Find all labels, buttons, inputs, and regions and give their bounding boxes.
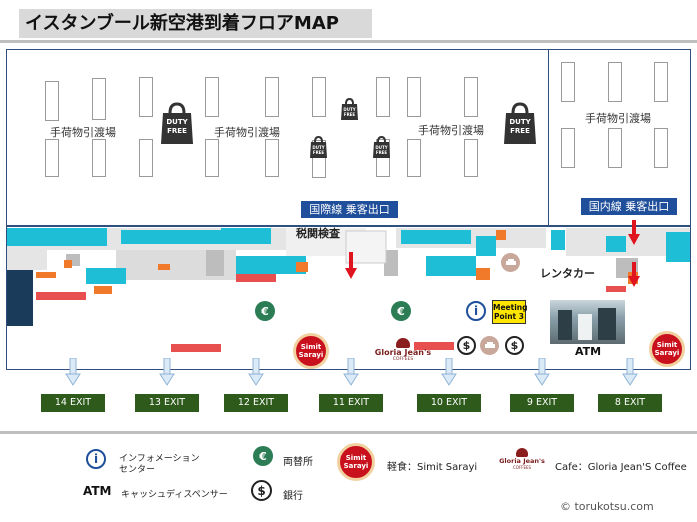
information-icon: i — [86, 449, 106, 469]
gloria-logo-line2: COFFEES — [392, 357, 414, 362]
atm-label: ATM — [575, 345, 602, 358]
duty-free-bag-icon: DUTY FREE — [340, 97, 359, 121]
meeting-point-badge: Meeting Point 3 — [492, 300, 528, 324]
baggage-carousel — [92, 78, 106, 120]
gloria-logo-line1: Gloria Jean's — [374, 348, 432, 357]
exit-11-label: 11 EXIT — [319, 394, 383, 412]
baggage-carousel — [407, 139, 421, 177]
baggage-carousel — [45, 139, 59, 177]
simit-logo-line2: Sarayi — [298, 351, 324, 359]
baggage-carousel — [376, 77, 390, 117]
exit-9-label: 9 EXIT — [510, 394, 574, 412]
simit-logo-line2: Sarayi — [343, 462, 369, 470]
simit-logo-line1: Simit — [300, 343, 322, 351]
information-icon: i — [466, 301, 486, 321]
gloria-logo-line2: COFFEES — [512, 465, 532, 470]
duty-free-label: DUTY FREE — [343, 107, 356, 117]
baggage-carousel — [654, 62, 668, 102]
legend-snack: 軽食：Simit Sarayi — [387, 462, 478, 473]
duty-free-bag-icon: DUTY FREE — [160, 101, 194, 145]
legend-atm-desc: キャッシュディスペンサー — [121, 490, 228, 500]
legend-info-line1: インフォメーション — [119, 454, 200, 464]
legend-atm-label: ATM — [83, 484, 112, 498]
exit-10-label: 10 EXIT — [417, 394, 481, 412]
baggage-carousel — [464, 139, 478, 177]
baggage-carousel — [407, 77, 421, 117]
exit-12-label: 12 EXIT — [224, 394, 288, 412]
exit-arrow-icon — [159, 358, 175, 386]
copyright: © torukotsu.com — [560, 500, 654, 513]
baggage-carousel — [561, 62, 575, 102]
arrivals-floorplan — [7, 228, 690, 352]
exit-13-label: 13 EXIT — [135, 394, 199, 412]
baggage-carousel — [139, 139, 153, 177]
legend-bank: 銀行 — [283, 491, 303, 502]
rent-a-car-label: レンタカー — [540, 267, 595, 280]
arrow-down-icon — [628, 220, 640, 245]
baggage-carousel — [139, 77, 153, 117]
arrow-down-icon — [628, 262, 640, 287]
arrow-down-icon — [345, 252, 357, 279]
baggage-carousel — [265, 77, 279, 117]
duty-free-bag-icon: DUTY FREE — [503, 101, 537, 145]
exit-arrow-icon — [343, 358, 359, 386]
duty-free-label: DUTY FREE — [375, 145, 388, 155]
currency-exchange-icon: € — [391, 301, 411, 321]
baggage-claim-label: 手荷物引渡場 — [50, 126, 116, 139]
exit-arrow-icon — [441, 358, 457, 386]
duty-free-bag-icon: DUTY FREE — [309, 135, 328, 159]
simit-logo-line1: Simit — [656, 341, 678, 349]
baggage-carousel — [312, 77, 326, 117]
baggage-carousel — [464, 77, 478, 117]
international-exit-sign: 国際線 乗客出口 — [301, 201, 398, 218]
baggage-carousel — [608, 62, 622, 102]
atm-photo — [550, 300, 625, 344]
baggage-carousel — [265, 139, 279, 177]
legend-info-line2: センター — [119, 465, 156, 475]
exit-14-label: 14 EXIT — [41, 394, 105, 412]
customs-label: 税関検査 — [296, 227, 340, 240]
baggage-claim-label: 手荷物引渡場 — [214, 126, 280, 139]
gloria-jeans-logo: Gloria Jean's COFFEES — [497, 448, 547, 478]
exit-arrow-icon — [248, 358, 264, 386]
domestic-exit-sign: 国内線 乗客出口 — [581, 198, 677, 215]
exit-arrow-icon — [534, 358, 550, 386]
page-title: イスタンブール新空港到着フロアMAP — [19, 9, 372, 38]
baggage-carousel — [45, 81, 59, 121]
legend-divider — [0, 431, 697, 434]
duty-free-label: DUTY FREE — [312, 145, 325, 155]
duty-free-label: DUTY FREE — [509, 118, 531, 135]
exit-8-label: 8 EXIT — [598, 394, 662, 412]
baggage-claim-label: 手荷物引渡場 — [418, 124, 484, 137]
car-icon — [480, 336, 499, 355]
duty-free-label: DUTY FREE — [166, 118, 188, 135]
baggage-carousel — [205, 139, 219, 177]
bank-icon: $ — [505, 336, 524, 355]
baggage-claim-label: 手荷物引渡場 — [585, 112, 651, 125]
bank-icon: $ — [251, 480, 272, 501]
baggage-carousel — [561, 128, 575, 168]
simit-logo-line2: Sarayi — [654, 349, 680, 357]
duty-free-bag-icon: DUTY FREE — [372, 135, 391, 159]
exit-arrow-icon — [622, 358, 638, 386]
gloria-logo-line1: Gloria Jean's — [499, 457, 545, 465]
simit-logo-line1: Simit — [345, 454, 367, 462]
bank-icon: $ — [457, 336, 476, 355]
exit-arrow-icon — [65, 358, 81, 386]
legend-cafe: Cafe：Gloria Jean'S Coffee — [555, 462, 687, 473]
currency-exchange-icon: € — [253, 446, 273, 466]
car-icon — [501, 253, 520, 272]
title-underline — [0, 40, 697, 43]
legend-exchange: 両替所 — [283, 457, 313, 468]
baggage-carousel — [92, 139, 106, 177]
gloria-jeans-logo: Gloria Jean's COFFEES — [372, 338, 434, 368]
baggage-carousel — [654, 128, 668, 168]
baggage-carousel — [608, 128, 622, 168]
currency-exchange-icon: € — [255, 301, 275, 321]
baggage-carousel — [205, 77, 219, 117]
